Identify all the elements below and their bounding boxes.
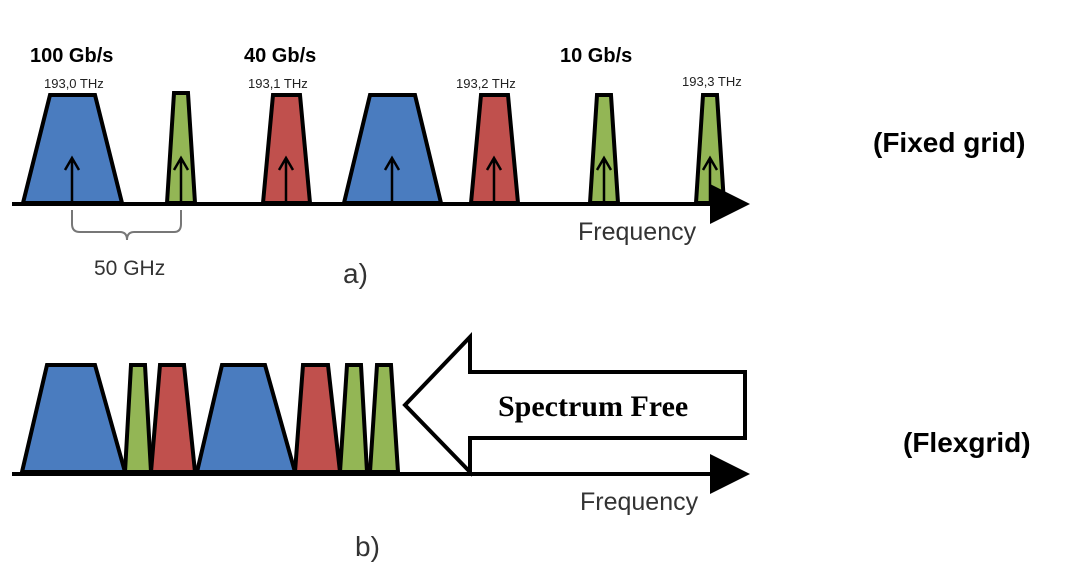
flexgrid-label: (Flexgrid) — [903, 427, 1031, 458]
up-arrow-icon — [63, 155, 81, 201]
channel-blue — [19, 363, 128, 474]
up-arrow-icon — [383, 155, 401, 201]
panel-b: Spectrum Free Frequency b) (Flexgrid) — [12, 332, 1031, 562]
panel-label-b: b) — [355, 531, 380, 562]
channel-green — [122, 363, 154, 474]
panel-a: 100 Gb/s 40 Gb/s 10 Gb/s 193,0 THz 193,1… — [12, 45, 1025, 289]
freq-label-1933: 193,3 THz — [682, 74, 742, 89]
channel-green — [337, 363, 370, 474]
up-arrow-icon — [277, 155, 295, 201]
freq-label-1932: 193,2 THz — [456, 76, 516, 91]
channel-green — [367, 363, 401, 474]
channel-red — [292, 363, 343, 474]
spacing-bracket — [71, 210, 182, 241]
freq-label-1931: 193,1 THz — [248, 76, 308, 91]
rate-label-100: 100 Gb/s — [30, 45, 113, 67]
fixed-grid-label: (Fixed grid) — [873, 127, 1025, 158]
rate-label-10: 10 Gb/s — [560, 45, 632, 67]
panel-label-a: a) — [343, 258, 368, 289]
channel-blue — [194, 363, 298, 474]
rate-label-40: 40 Gb/s — [244, 45, 316, 67]
spectrum-free-label: Spectrum Free — [498, 390, 688, 423]
spacing-label: 50 GHz — [94, 257, 165, 280]
axis-label-b: Frequency — [580, 488, 699, 516]
freq-label-1930: 193,0 THz — [44, 76, 104, 91]
channel-red — [148, 363, 198, 474]
up-arrow-icon — [595, 155, 613, 201]
centre-frequency-arrows — [63, 155, 719, 201]
axis-label-a: Frequency — [578, 218, 697, 246]
up-arrow-icon — [485, 155, 503, 201]
spectrum-free-arrow — [402, 332, 747, 477]
up-arrow-icon — [172, 155, 190, 201]
